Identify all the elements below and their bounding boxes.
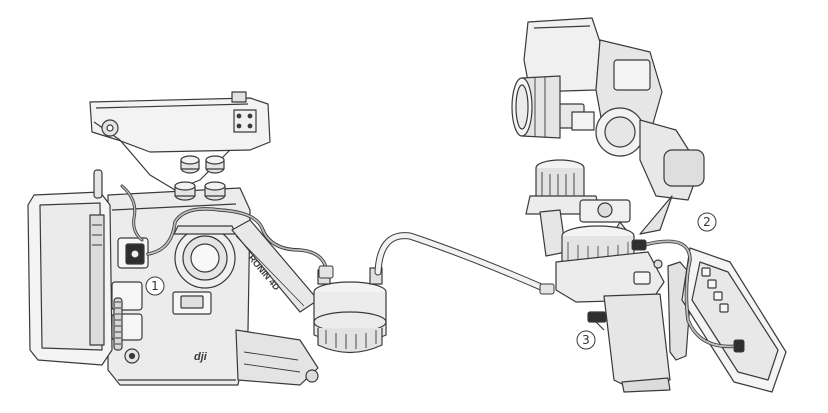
wireless-receiver [313,267,387,354]
video-cable [374,232,552,294]
callout-1: 1 [145,276,165,296]
dji-logo: dji [194,351,208,363]
bottom-connector [587,311,607,331]
handheld-gimbal-rig [511,17,787,393]
callout-1-number: 1 [151,279,159,293]
side-monitor [27,191,123,366]
cables [120,184,745,353]
ronin-4d-camera-rig [27,91,387,386]
gimbal-lens [511,75,561,139]
cable-joint [539,283,555,295]
timecode-port [117,237,149,269]
handle-grip [555,251,671,393]
roll-arm [595,107,705,235]
remote-monitor [681,247,787,393]
callout-2-number: 2 [703,215,711,229]
top-handle [89,91,271,191]
lower-chassis [235,329,319,386]
lens-mount [173,225,237,289]
callout-3: 3 [576,330,596,350]
callout-2: 2 [697,212,717,232]
antenna [93,169,103,199]
callout-3-number: 3 [582,333,590,347]
top-knobs [174,155,226,201]
